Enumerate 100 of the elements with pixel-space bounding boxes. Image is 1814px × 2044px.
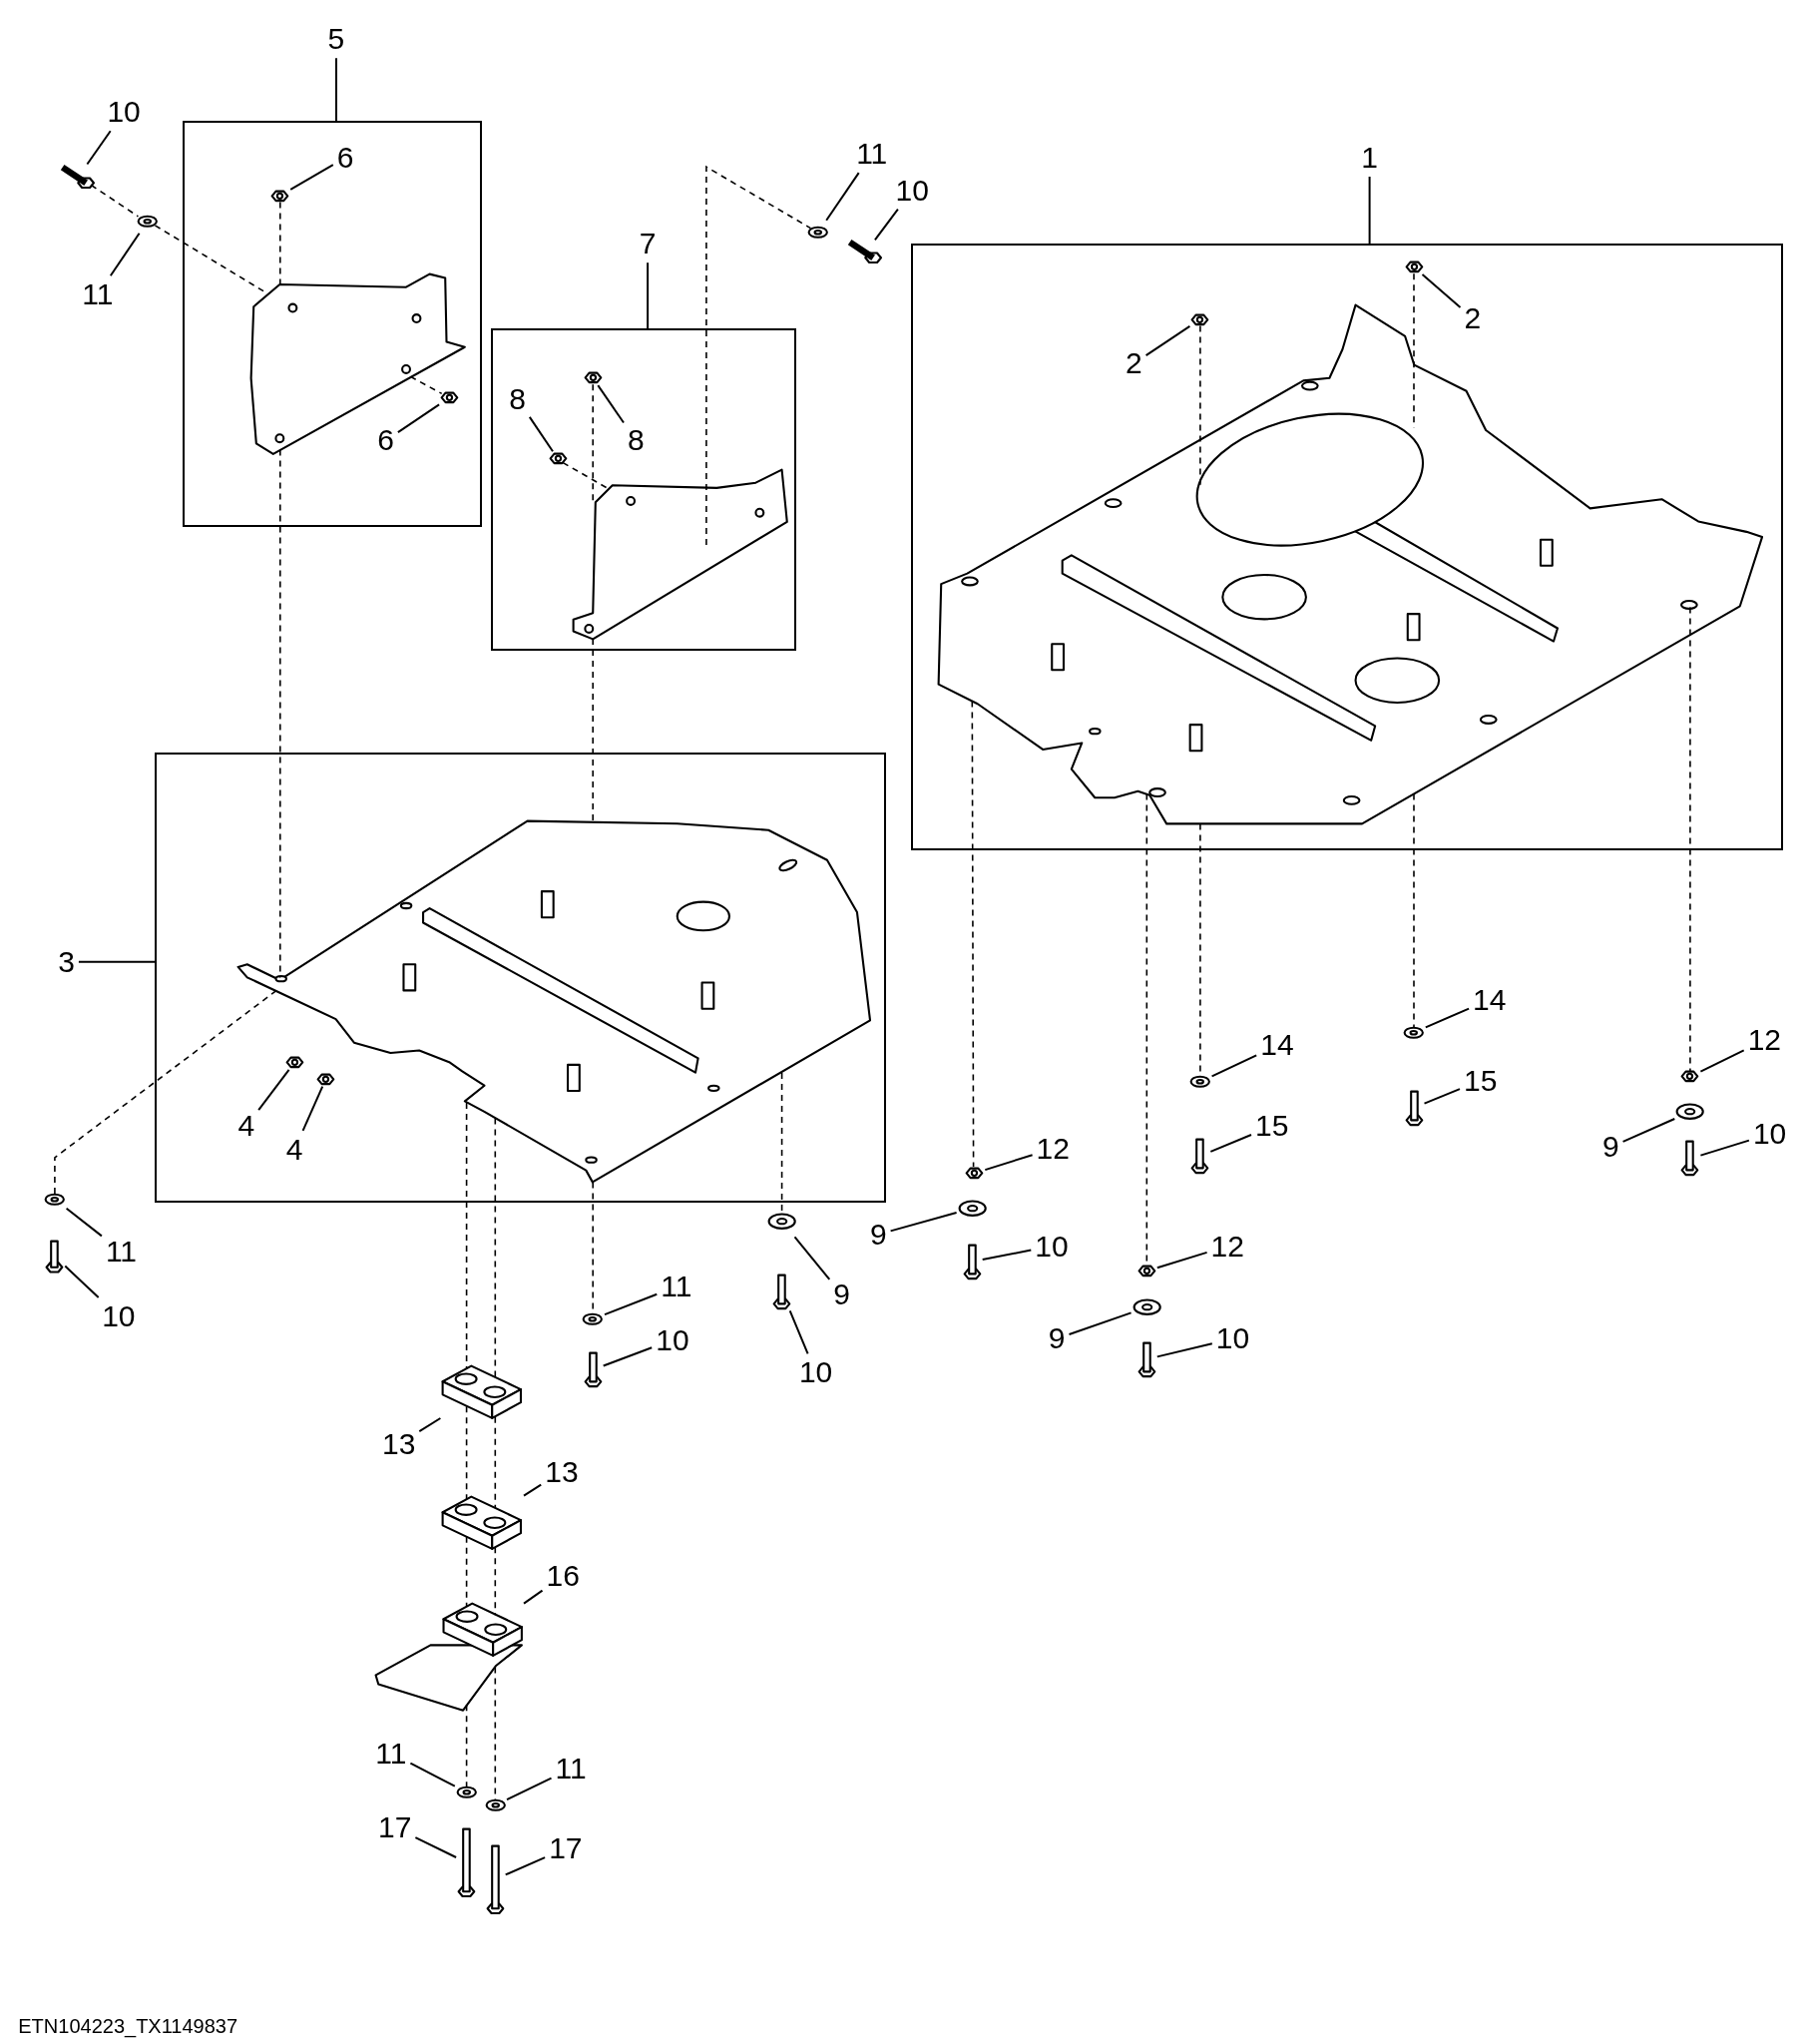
callout-number: 10 [1752, 1119, 1787, 1150]
leader-line [647, 261, 650, 330]
leader-line [64, 1265, 100, 1299]
leader-line [873, 208, 899, 242]
bolt-drawing [456, 1825, 477, 1899]
leader-line [1209, 1134, 1252, 1153]
bolt-drawing [771, 1272, 793, 1311]
callout-number: 7 [639, 229, 657, 259]
callout-number: 11 [661, 1272, 692, 1302]
callout-number: 6 [377, 425, 394, 456]
callout-number: 9 [1601, 1132, 1619, 1163]
leader-line [86, 130, 112, 166]
leader-line [289, 164, 334, 191]
leader-line [889, 1212, 958, 1233]
bolt-drawing [60, 164, 97, 191]
rubber-pad-drawing [440, 1363, 524, 1421]
assembly-line [705, 165, 812, 546]
nut-drawing [283, 1055, 305, 1070]
leader-line [257, 1068, 290, 1112]
assembly-line [494, 1415, 497, 1509]
leader-line [414, 1836, 458, 1858]
leader-line [504, 1856, 547, 1876]
leader-line [602, 1346, 654, 1367]
assembly-line [494, 1546, 497, 1616]
leader-line [1368, 176, 1371, 246]
drawing-reference-number: ETN104223_TX1149837 [18, 2016, 238, 2037]
leader-line [409, 1762, 456, 1788]
callout-number: 11 [105, 1236, 138, 1267]
bolt-drawing [1135, 1339, 1157, 1379]
callout-number: 10 [1035, 1231, 1069, 1262]
callout-number: 16 [546, 1561, 580, 1591]
nut-drawing [582, 370, 604, 386]
leader-line [1423, 1088, 1461, 1105]
nut-drawing [1135, 1264, 1157, 1278]
leader-line [523, 1483, 543, 1497]
leader-line [825, 172, 860, 222]
callout-number: 8 [509, 383, 526, 414]
bolt-drawing [484, 1842, 506, 1916]
bolt-drawing [1679, 1139, 1701, 1179]
leader-line [981, 1249, 1033, 1261]
bolt-drawing [1403, 1088, 1425, 1128]
assembly-line [90, 184, 140, 218]
assembly-line [592, 383, 594, 503]
callout-number: 12 [1210, 1231, 1244, 1262]
leader-line [301, 1085, 324, 1132]
leader-line [1155, 1251, 1208, 1270]
callout-number: 15 [1463, 1065, 1498, 1096]
callout-number: 11 [856, 139, 888, 170]
callout-number: 10 [895, 175, 929, 206]
callout-number: 4 [285, 1134, 303, 1165]
callout-number: 11 [82, 279, 114, 310]
leader-line [77, 960, 157, 963]
leader-line [1621, 1118, 1676, 1143]
callout-number: 6 [336, 143, 354, 173]
parts-group-frame [182, 121, 483, 527]
callout-number: 1 [1361, 143, 1378, 173]
nut-drawing [439, 389, 460, 405]
leader-line [984, 1154, 1034, 1172]
leader-line [528, 415, 554, 453]
leader-line [109, 232, 141, 277]
callout-number: 10 [102, 1301, 136, 1332]
bolt-drawing [1189, 1136, 1211, 1176]
nut-drawing [269, 188, 291, 204]
leader-line [597, 384, 625, 424]
leader-line [1155, 1342, 1213, 1358]
callout-number: 5 [327, 24, 345, 55]
leader-line [335, 57, 337, 123]
assembly-line [465, 1536, 468, 1607]
assembly-line [409, 375, 443, 395]
callout-number: 12 [1747, 1025, 1782, 1056]
nut-drawing [964, 1166, 986, 1181]
parts-group-frame [155, 752, 887, 1204]
mounting-plate-drawing [935, 302, 1765, 826]
leader-line [1699, 1049, 1745, 1073]
mounting-plate-drawing [235, 818, 873, 1186]
callout-number: 10 [656, 1324, 689, 1355]
callout-number: 14 [1260, 1030, 1294, 1061]
leader-line [604, 1292, 659, 1316]
callout-number: 14 [1473, 984, 1507, 1015]
callout-number: 9 [1048, 1323, 1066, 1354]
bracket-drawing [248, 270, 468, 457]
parts-group-frame [491, 328, 796, 651]
assembly-line [465, 1405, 468, 1500]
assembly-line [54, 989, 277, 1196]
bolt-drawing [582, 1350, 604, 1389]
leader-line [788, 1309, 809, 1355]
callout-number: 17 [378, 1812, 412, 1843]
nut-drawing [315, 1072, 336, 1087]
bolt-drawing [961, 1242, 983, 1281]
leader-line [523, 1589, 544, 1605]
leader-line [1144, 324, 1191, 357]
assembly-line [1199, 324, 1201, 486]
assembly-line [971, 700, 975, 1168]
nut-drawing [1403, 259, 1425, 275]
bracket-drawing [571, 466, 790, 642]
assembly-line [465, 1102, 468, 1370]
leader-line [1699, 1139, 1750, 1157]
callout-number: 2 [1464, 302, 1482, 333]
bolt-drawing [846, 240, 884, 265]
leader-line [506, 1777, 553, 1801]
